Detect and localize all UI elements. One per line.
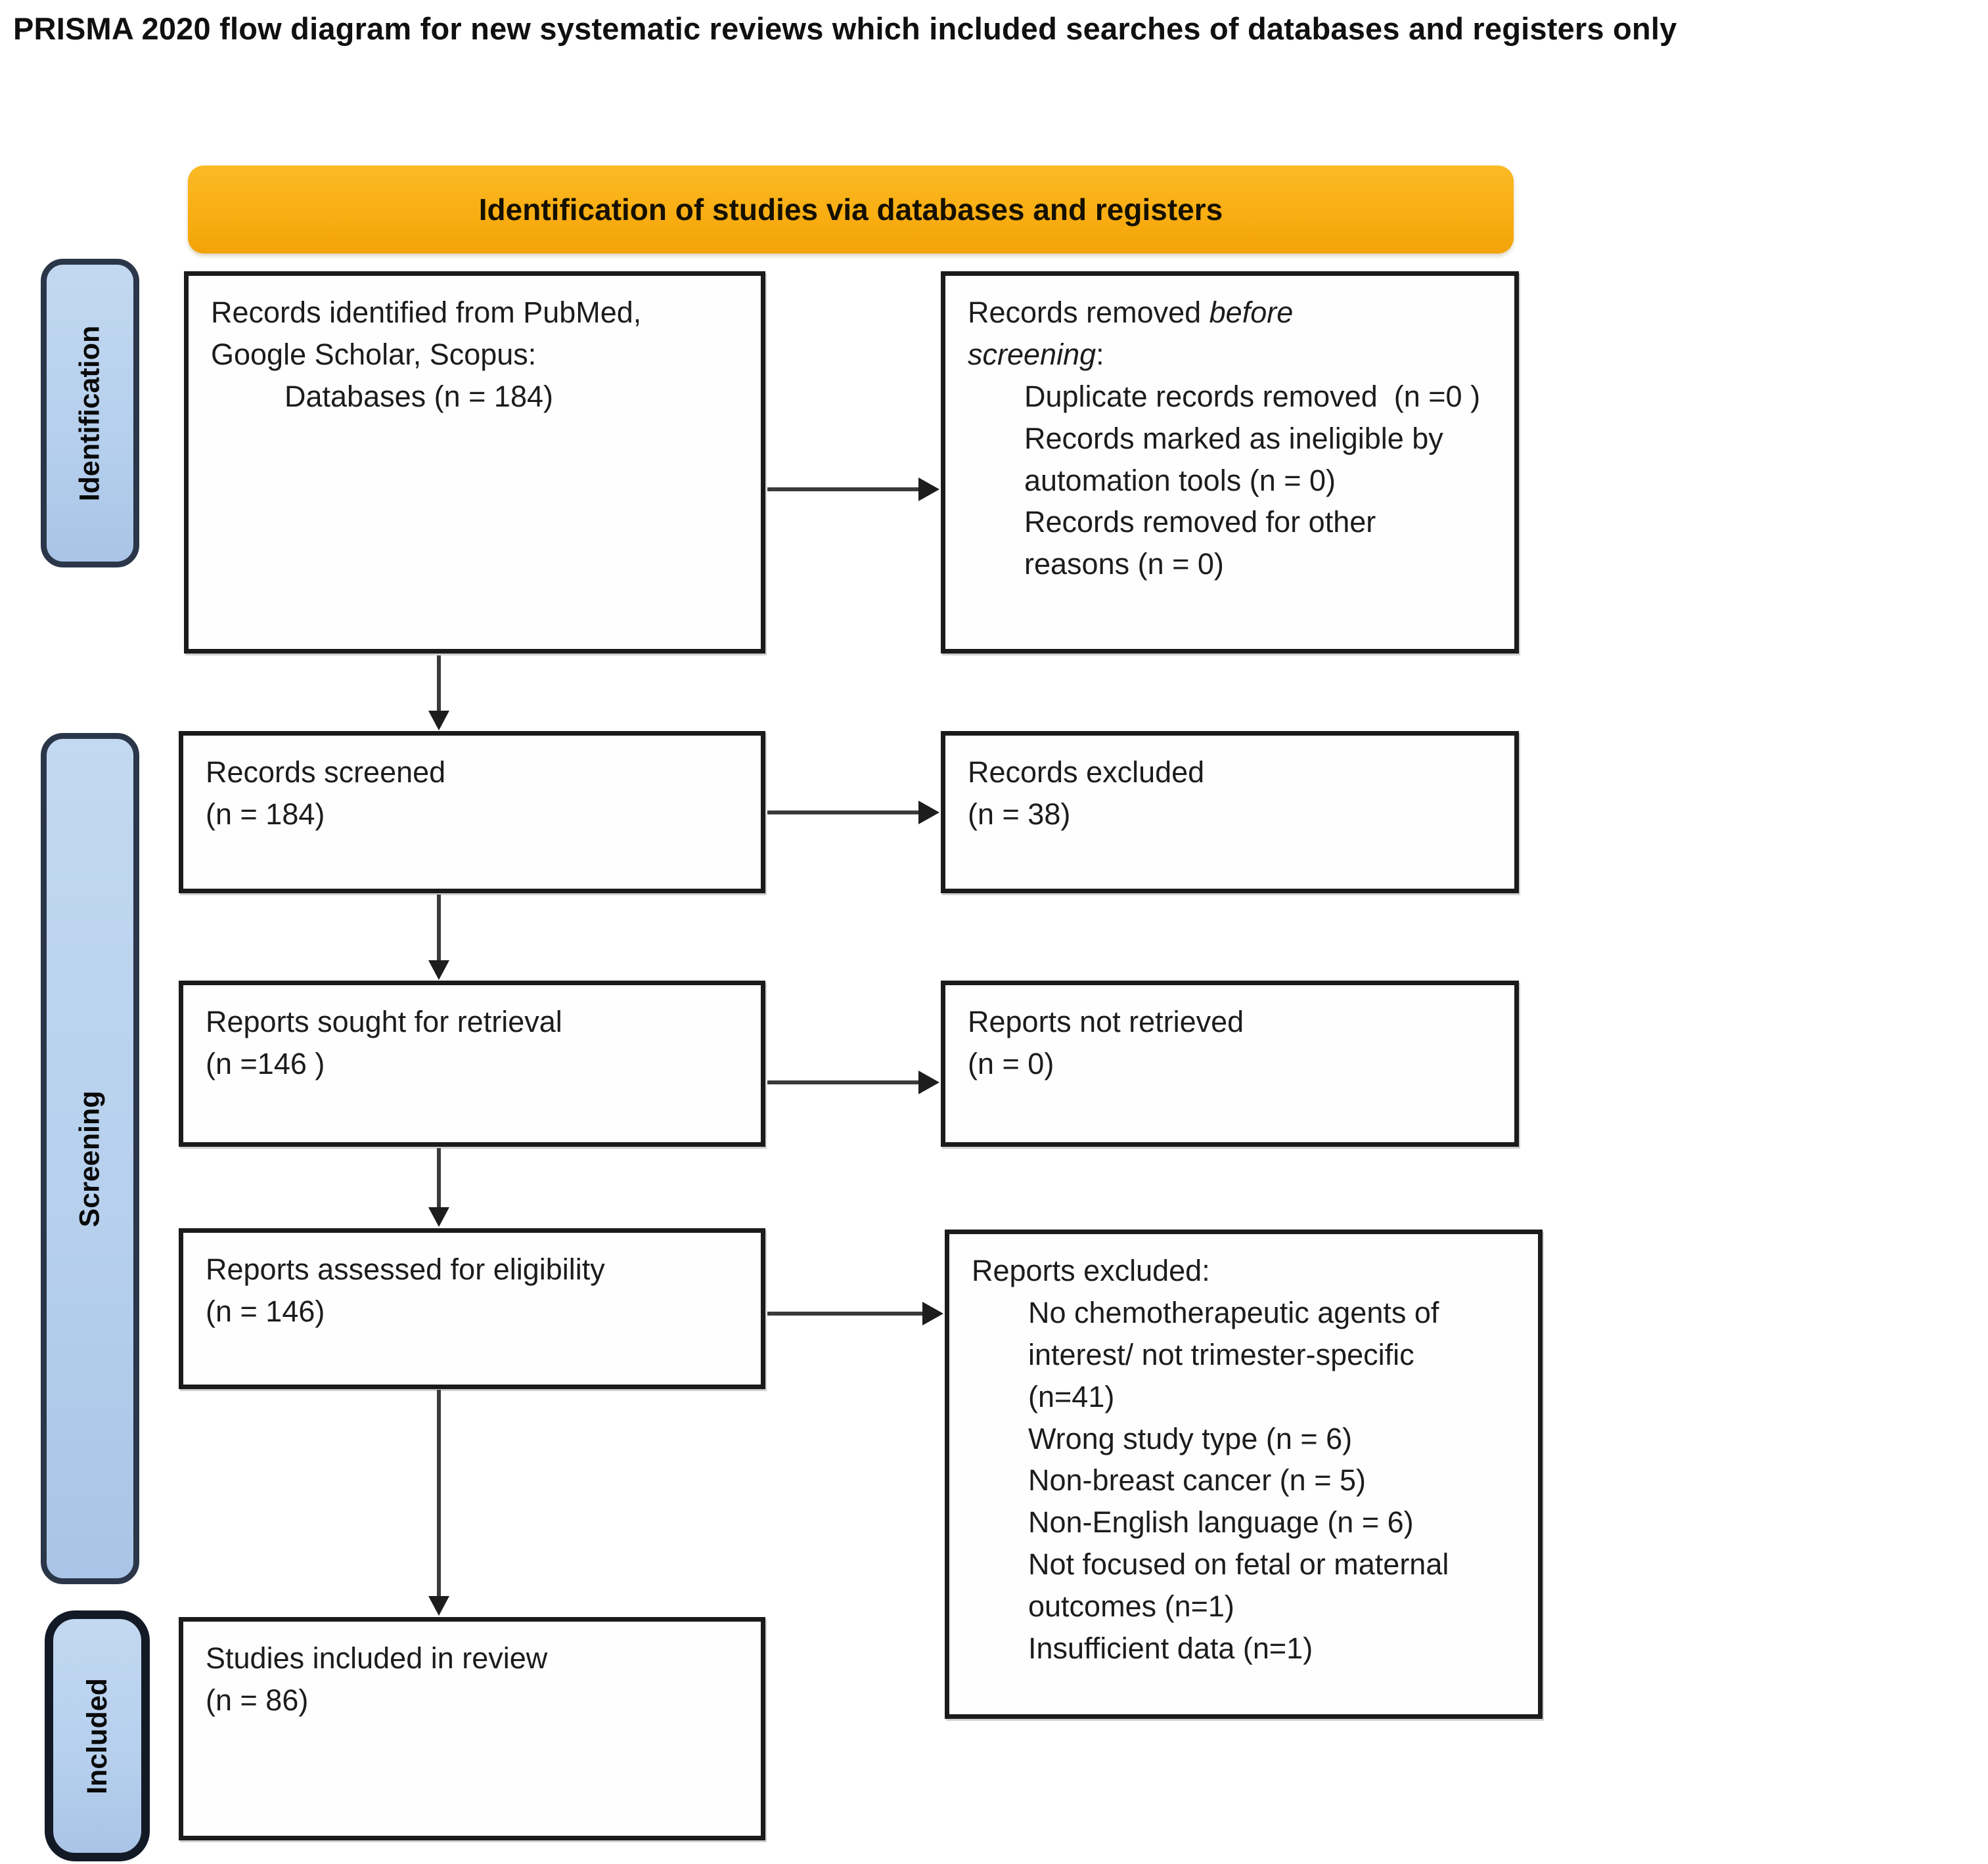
right-arrow-1 [767,476,939,502]
studies-included-line2: (n = 86) [206,1683,309,1717]
arrow-line [767,810,920,814]
reports-sought-line1: Reports sought for retrieval [206,1005,562,1038]
stage-label-screening: Screening [41,733,139,1584]
arrow-line [767,1080,920,1084]
records-screened-line2: (n = 184) [206,797,325,831]
reports-assessed-line2: (n = 146) [206,1294,325,1328]
records-screened-line1: Records screened [206,755,446,789]
records-removed-item: Records marked as ineligible by automati… [1024,421,1452,497]
reports-excluded-item: Non-English language (n = 6) [1028,1505,1414,1540]
records-excluded-line1: Records excluded [968,755,1205,789]
records-removed-suffix: : [1096,337,1104,371]
banner-label: Identification of studies via databases … [478,192,1223,227]
arrow-head [428,1596,449,1616]
reports-excluded-item: No chemotherapeutic agents of interest/ … [1028,1295,1447,1413]
arrow-head [428,711,449,730]
records-identified-line3: Databases (n = 184) [284,379,553,413]
arrow-line [767,487,920,491]
box-records-screened: Records screened (n = 184) [179,731,765,893]
arrow-head [922,1302,943,1325]
down-arrow-1 [426,655,452,730]
arrow-head [428,1207,449,1227]
arrow-line [437,1148,441,1209]
reports-excluded-item: Wrong study type (n = 6) [1028,1421,1353,1455]
stage-label-identification-text: Identification [74,325,106,501]
stage-label-screening-text: Screening [74,1090,106,1227]
stage-label-included-text: Included [81,1677,113,1794]
records-removed-item: Records removed for other reasons (n = 0… [1024,505,1384,581]
box-reports-not-retrieved: Reports not retrieved (n = 0) [941,981,1519,1147]
reports-not-retrieved-line1: Reports not retrieved [968,1005,1244,1038]
records-identified-line2: Google Scholar, Scopus: [211,337,537,371]
records-removed-prefix: Records removed [968,296,1209,329]
identification-banner: Identification of studies via databases … [188,166,1514,254]
down-arrow-4 [426,1390,452,1616]
reports-not-retrieved-line2: (n = 0) [968,1046,1054,1080]
stage-label-identification: Identification [41,259,139,567]
right-arrow-2 [767,799,939,826]
arrow-line [437,1390,441,1597]
reports-excluded-item: Non-breast cancer (n = 5) [1028,1463,1366,1498]
arrow-head [918,801,939,824]
box-reports-sought: Reports sought for retrieval (n =146 ) [179,981,765,1147]
arrow-head [918,1071,939,1094]
records-removed-emphasis: before screening [968,296,1301,371]
arrow-line [437,655,441,712]
box-reports-excluded: Reports excluded: No chemotherapeutic ag… [945,1230,1543,1719]
down-arrow-2 [426,895,452,980]
page-title: PRISMA 2020 flow diagram for new systema… [13,11,1677,46]
studies-included-line1: Studies included in review [206,1641,548,1675]
reports-assessed-line1: Reports assessed for eligibility [206,1253,605,1286]
reports-excluded-item: Not focused on fetal or maternal outcome… [1028,1547,1457,1624]
reports-sought-line2: (n =146 ) [206,1046,325,1080]
records-identified-line1: Records identified from PubMed, [211,296,642,329]
arrow-head [918,477,939,501]
records-removed-item: Duplicate records removed (n =0 ) [1024,379,1481,413]
records-excluded-line2: (n = 38) [968,797,1071,831]
box-studies-included: Studies included in review (n = 86) [179,1617,765,1840]
arrow-line [437,895,441,962]
stage-label-included: Included [45,1610,150,1861]
right-arrow-4 [767,1300,943,1327]
records-removed-heading: Records removed before screening: [968,292,1414,376]
down-arrow-3 [426,1148,452,1227]
box-records-removed: Records removed before screening: Duplic… [941,271,1519,654]
reports-excluded-heading: Reports excluded: [972,1254,1210,1287]
box-records-identified: Records identified from PubMed, Google S… [184,271,765,654]
arrow-head [428,960,449,980]
box-records-excluded: Records excluded (n = 38) [941,731,1519,893]
box-reports-assessed: Reports assessed for eligibility (n = 14… [179,1228,765,1389]
arrow-line [767,1312,924,1316]
right-arrow-3 [767,1069,939,1096]
reports-excluded-item: Insufficient data (n=1) [1028,1631,1313,1666]
